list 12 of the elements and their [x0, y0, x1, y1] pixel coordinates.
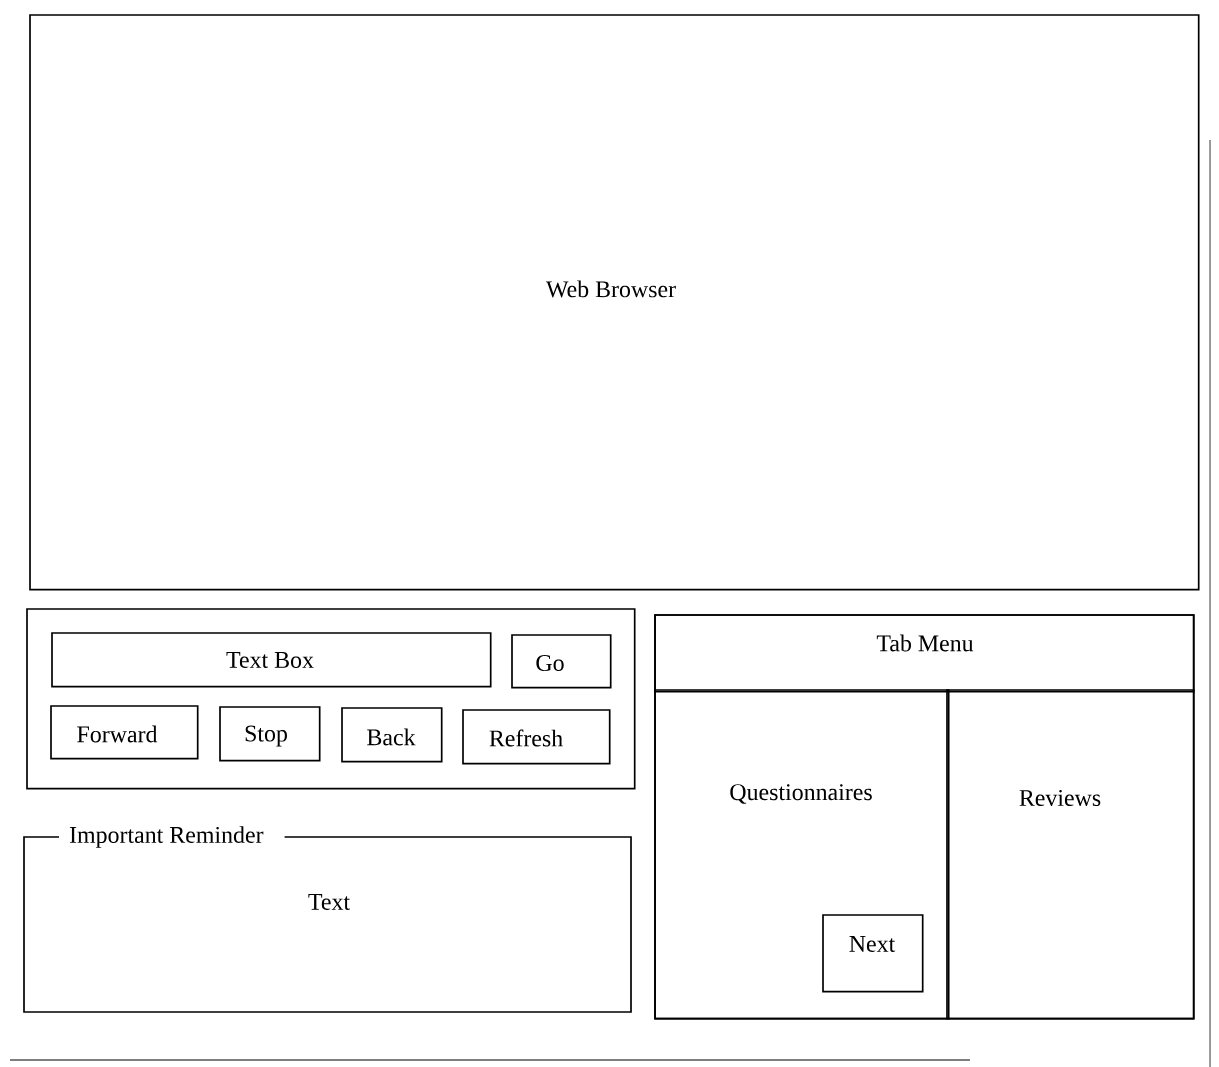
tab-bar: Tab Menu	[654, 614, 1195, 693]
content-panel: Reviews	[946, 689, 1195, 1020]
text-field: Text Box	[51, 632, 492, 688]
forward-button: Forward	[50, 705, 199, 760]
group-box: Important Reminder Text	[23, 826, 632, 1013]
stop-button: Stop	[219, 706, 321, 762]
refresh-button: Refresh	[462, 709, 611, 765]
go-button: Go	[511, 634, 612, 689]
browser-area: Web Browser	[29, 14, 1200, 591]
back-button: Back	[341, 707, 443, 763]
toolbar-panel	[26, 608, 636, 790]
next-button: Next	[822, 914, 924, 993]
